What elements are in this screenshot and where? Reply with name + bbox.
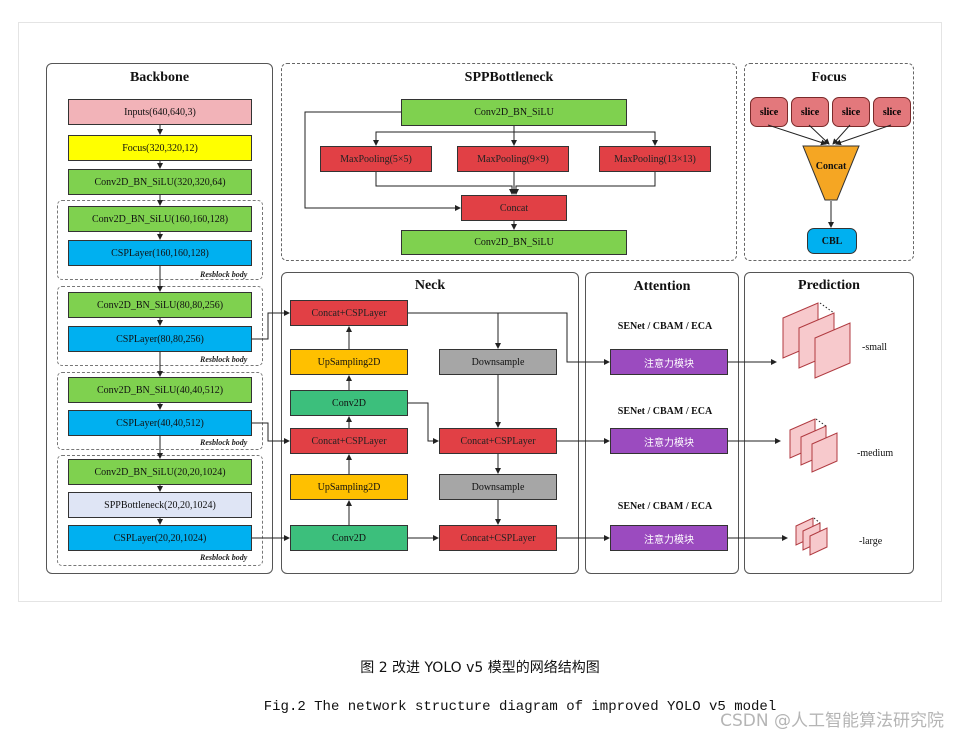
spp-section: SPPBottleneck [281,63,737,261]
maxpool-5-block: MaxPooling(5×5) [320,146,432,172]
prediction-section: Prediction [744,272,914,574]
csdn-watermark: CSDN @人工智能算法研究院 [720,711,944,731]
conv-block-2: Conv2D_BN_SiLU(160,160,128) [68,206,252,232]
conv-block-5: Conv2D_BN_SiLU(20,20,1024) [68,459,252,485]
backbone-title: Backbone [129,70,190,85]
upsampling-block-1: UpSampling2D [290,349,408,375]
focus-concat-label: Concat [815,161,847,172]
attention-module-3: 注意力模块 [610,525,728,551]
resblock-label-3: Resblock body [200,438,248,447]
inputs-block: Inputs(640,640,3) [68,99,252,125]
figure-frame [18,22,942,602]
neck-title: Neck [414,278,446,293]
prediction-label-medium: -medium [857,448,894,459]
downsample-block-1: Downsample [439,349,557,375]
slice-block-4: slice [873,97,911,127]
maxpool-13-block: MaxPooling(13×13) [599,146,711,172]
spp-title: SPPBottleneck [464,70,554,85]
attention-section: Attention [585,272,739,574]
attention-caption-2: SENet / CBAM / ECA [617,406,713,417]
resblock-label-4: Resblock body [200,553,248,562]
prediction-label-small: -small [862,342,887,353]
csp-block-4: CSPLayer(40,40,512) [68,410,252,436]
figure-caption-english: Fig.2 The network structure diagram of i… [263,699,777,715]
neck-conv2d-bottom: Conv2D [290,525,408,551]
maxpool-9-block: MaxPooling(9×9) [457,146,569,172]
focus-block: Focus(320,320,12) [68,135,252,161]
slice-block-2: slice [791,97,829,127]
upsampling-block-2: UpSampling2D [290,474,408,500]
focus-section: Focus [744,63,914,261]
focus-concat-funnel: Concat [802,145,860,201]
conv-block-4: Conv2D_BN_SiLU(40,40,512) [68,377,252,403]
spp-concat-block: Concat [461,195,567,221]
prediction-label-large: -large [859,536,883,547]
resblock-label-1: Resblock body [200,270,248,279]
attention-module-2: 注意力模块 [610,428,728,454]
csp-block-5: CSPLayer(20,20,1024) [68,525,252,551]
downsample-block-2: Downsample [439,474,557,500]
neck-concat-csp-mid: Concat+CSPLayer [290,428,408,454]
cbl-block: CBL [807,228,857,254]
neck-concat-csp-right-mid: Concat+CSPLayer [439,428,557,454]
spp-block: SPPBottleneck(20,20,1024) [68,492,252,518]
attention-title: Attention [633,279,691,294]
resblock-label-2: Resblock body [200,355,248,364]
focus-title: Focus [811,70,847,85]
conv-block-3: Conv2D_BN_SiLU(80,80,256) [68,292,252,318]
csp-block-3: CSPLayer(80,80,256) [68,326,252,352]
slice-block-1: slice [750,97,788,127]
neck-concat-csp-right-bottom: Concat+CSPLayer [439,525,557,551]
csp-block-2: CSPLayer(160,160,128) [68,240,252,266]
prediction-title: Prediction [798,278,860,293]
conv-block-1: Conv2D_BN_SiLU(320,320,64) [68,169,252,195]
attention-module-1: 注意力模块 [610,349,728,375]
attention-caption-1: SENet / CBAM / ECA [617,321,713,332]
slice-block-3: slice [832,97,870,127]
neck-concat-csp-top: Concat+CSPLayer [290,300,408,326]
spp-conv-bottom: Conv2D_BN_SiLU [401,230,627,255]
neck-conv2d-mid: Conv2D [290,390,408,416]
figure-caption-chinese: 图 2 改进 YOLO v5 模型的网络结构图 [360,660,600,676]
attention-caption-3: SENet / CBAM / ECA [617,501,713,512]
spp-conv-top: Conv2D_BN_SiLU [401,99,627,126]
